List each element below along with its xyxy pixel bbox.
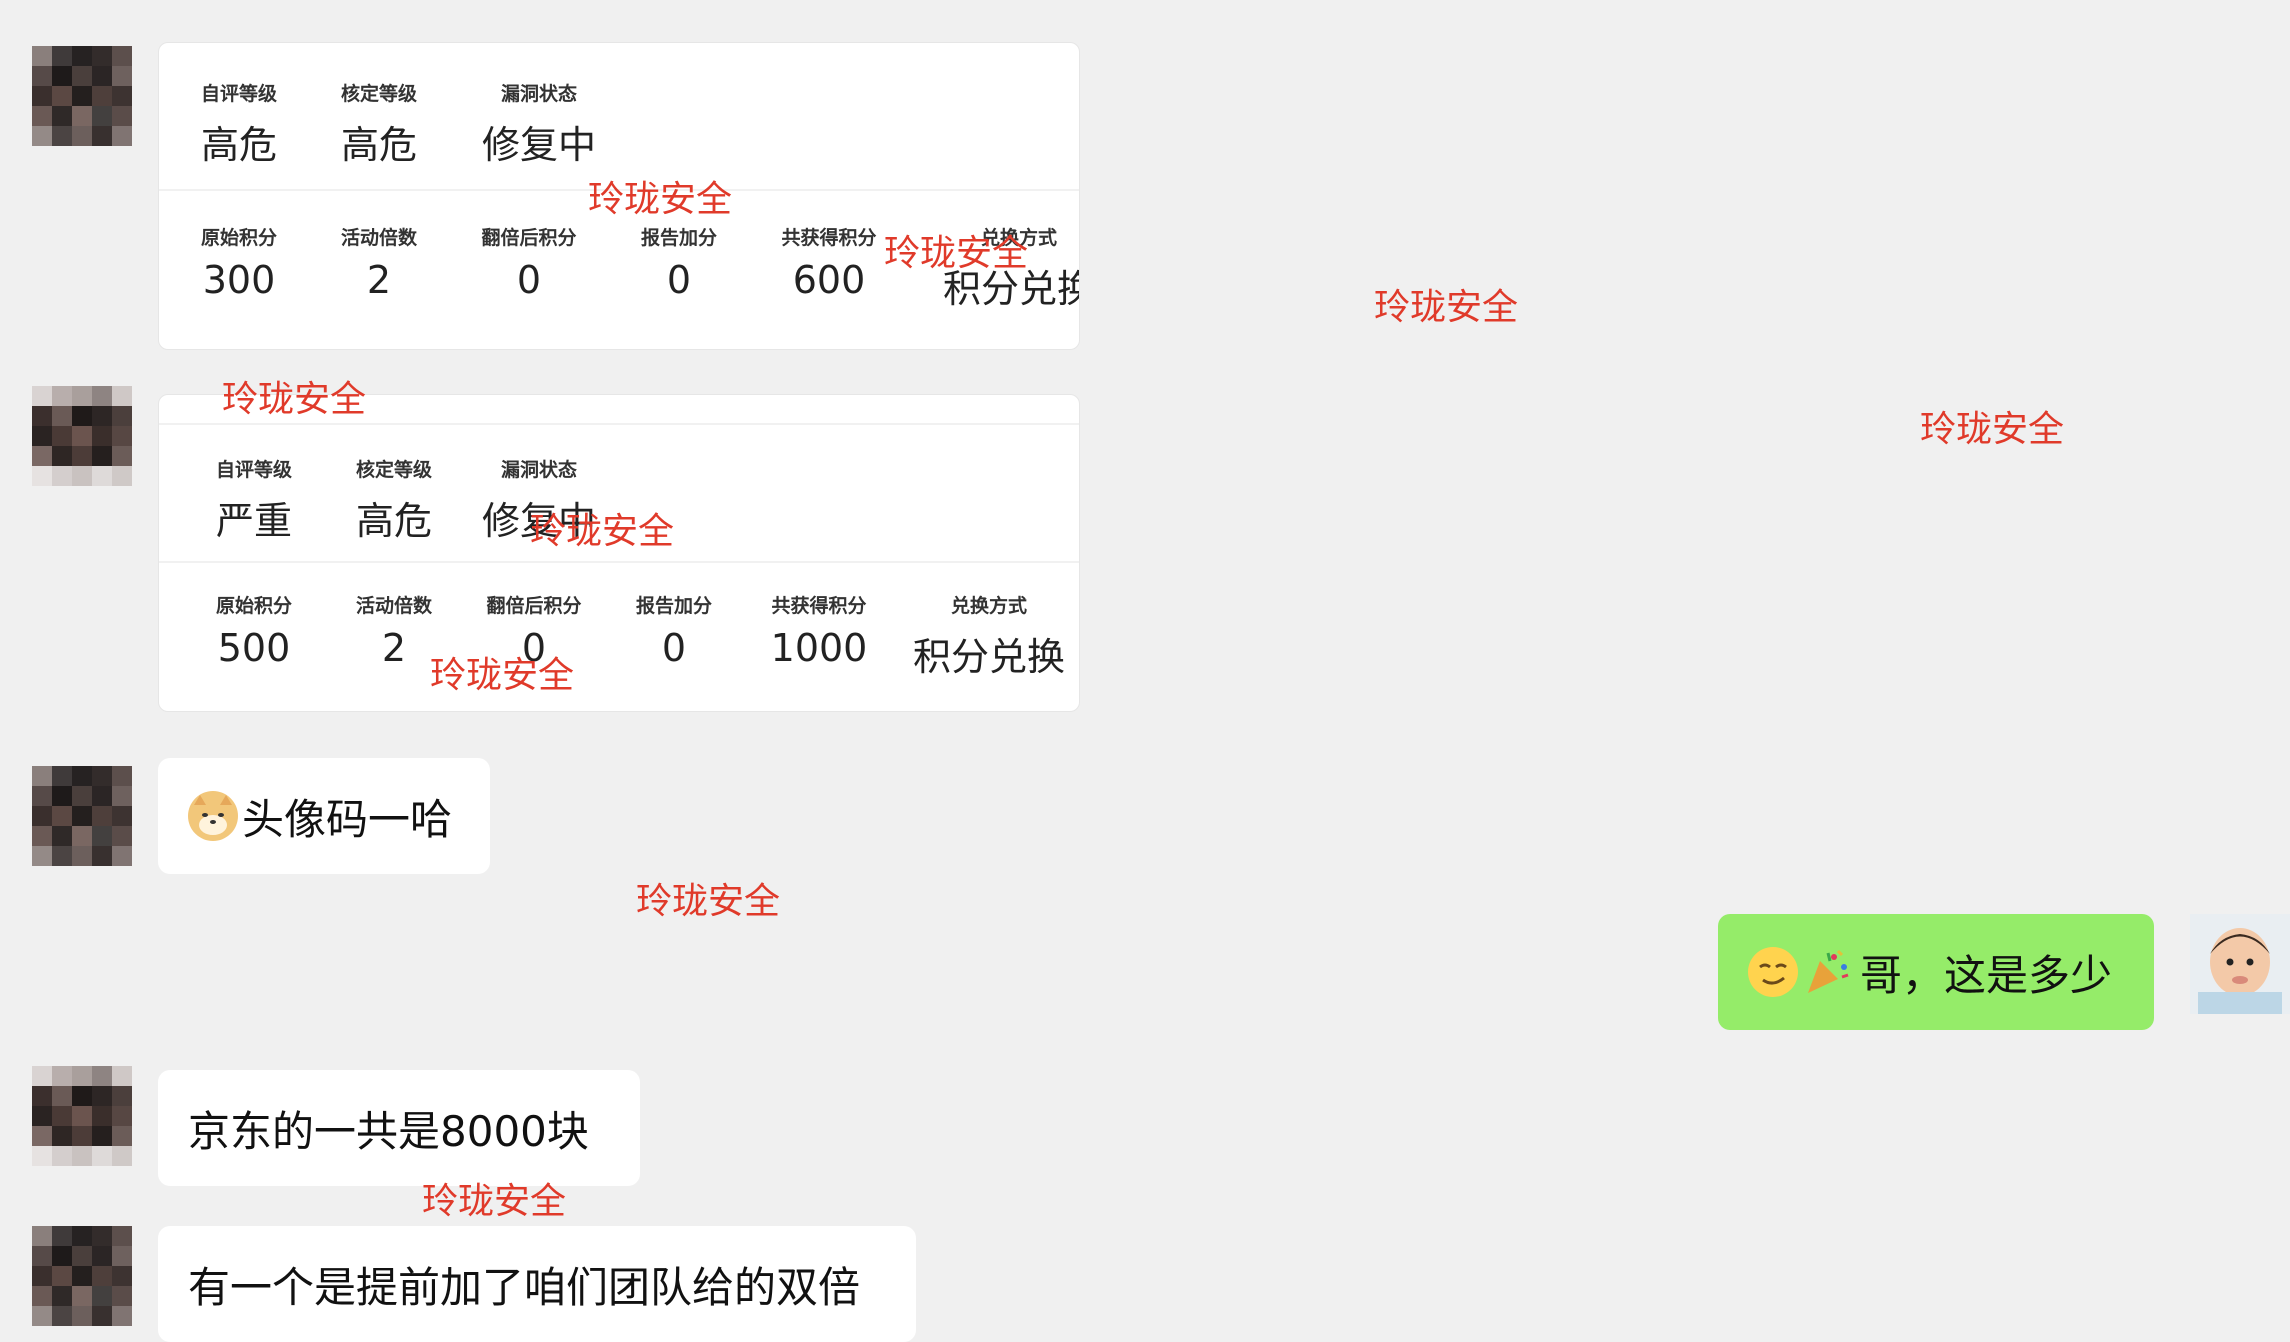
avatar-other-3[interactable] (32, 766, 132, 866)
message-bubble-other[interactable]: 头像码一哈 (158, 758, 490, 874)
watermark-text: 玲珑安全 (1374, 287, 1519, 328)
cell-label: 共获得积分 (771, 595, 867, 617)
smirk-emoji-icon (1748, 947, 1798, 997)
card2-base-points: 原始积分 500 (189, 591, 319, 670)
watermark-text: 玲珑安全 (530, 511, 675, 552)
cell-value: 300 (202, 258, 276, 302)
baby-avatar-icon (2190, 914, 2290, 1014)
avatar-other-1[interactable] (32, 46, 132, 146)
cell-value: 0 (521, 626, 547, 670)
cell-value: 高危 (200, 123, 277, 167)
cell-label: 活动倍数 (340, 227, 417, 249)
cell-value: 修复中 (481, 123, 596, 167)
card1-verified-level: 核定等级 高危 (319, 79, 439, 169)
cell-label: 核定等级 (340, 83, 417, 105)
cell-label: 活动倍数 (355, 595, 432, 617)
card2-vuln-status: 漏洞状态 修复中 (459, 455, 619, 545)
cell-value: 高危 (355, 499, 432, 543)
avatar-other-4[interactable] (32, 1066, 132, 1166)
cell-label: 报告加分 (635, 595, 712, 617)
cell-label: 漏洞状态 (500, 83, 577, 105)
watermark-text: 玲珑安全 (422, 1181, 567, 1222)
cell-value: 严重 (215, 499, 292, 543)
cell-label: 兑换方式 (950, 595, 1027, 617)
cell-label: 翻倍后积分 (481, 227, 577, 249)
card1-doubled-points: 翻倍后积分 0 (459, 223, 599, 302)
card1-redeem-method: 兑换方式 积分兑换 (929, 223, 1080, 313)
cell-value: 0 (516, 258, 542, 302)
cell-label: 自评等级 (200, 83, 277, 105)
cell-value: 0 (661, 626, 687, 670)
cell-label: 报告加分 (640, 227, 717, 249)
divider (159, 189, 1079, 191)
card1-vuln-status: 漏洞状态 修复中 (459, 79, 619, 169)
message-text: 京东的一共是8000块 (188, 1106, 589, 1156)
cell-label: 兑换方式 (980, 227, 1057, 249)
watermark-text: 玲珑安全 (222, 379, 367, 420)
card2-multiplier: 活动倍数 2 (329, 591, 459, 670)
message-text: 头像码一哈 (242, 794, 453, 844)
cell-value: 积分兑换 (942, 267, 1080, 311)
cell-value: 2 (366, 258, 392, 302)
cell-value: 600 (792, 258, 866, 302)
card1-report-bonus: 报告加分 0 (619, 223, 739, 302)
watermark-text: 玲珑安全 (636, 881, 781, 922)
cell-value: 500 (217, 626, 291, 670)
divider (159, 423, 1079, 425)
watermark-text: 玲珑安全 (884, 233, 1029, 274)
cell-value: 0 (666, 258, 692, 302)
cell-value: 2 (381, 626, 407, 670)
avatar-me[interactable] (2190, 914, 2290, 1014)
cell-label: 共获得积分 (781, 227, 877, 249)
card1-base-points: 原始积分 300 (179, 223, 299, 302)
card1-total-points: 共获得积分 600 (759, 223, 899, 302)
card2-report-bonus: 报告加分 0 (609, 591, 739, 670)
cell-label: 原始积分 (200, 227, 277, 249)
watermark-text: 玲珑安全 (1920, 409, 2065, 450)
cell-label: 自评等级 (215, 459, 292, 481)
cell-value: 高危 (340, 123, 417, 167)
watermark-text: 玲珑安全 (588, 179, 733, 220)
cell-label: 核定等级 (355, 459, 432, 481)
party-popper-icon (1802, 947, 1852, 997)
card2-verified-level: 核定等级 高危 (329, 455, 459, 545)
message-bubble-me[interactable]: 哥，这是多少 (1718, 914, 2154, 1030)
divider (159, 561, 1079, 563)
card1-self-level: 自评等级 高危 (179, 79, 299, 169)
cell-label: 漏洞状态 (500, 459, 577, 481)
message-text: 有一个是提前加了咱们团队给的双倍 (188, 1262, 861, 1312)
card1-multiplier: 活动倍数 2 (319, 223, 439, 302)
message-bubble-other[interactable]: 有一个是提前加了咱们团队给的双倍 (158, 1226, 916, 1342)
message-bubble-other[interactable]: 京东的一共是8000块 (158, 1070, 640, 1186)
cell-value: 积分兑换 (912, 635, 1065, 679)
cell-value: 1000 (770, 626, 868, 670)
card2-redeem-method: 兑换方式 积分兑换 (899, 591, 1079, 681)
cell-value: 修复中 (481, 499, 596, 543)
watermark-text: 玲珑安全 (430, 655, 575, 696)
cell-label: 原始积分 (215, 595, 292, 617)
vuln-score-card-2[interactable]: 自评等级 严重 核定等级 高危 漏洞状态 修复中 原始积分 500 活动倍数 2… (158, 394, 1080, 712)
card2-doubled-points: 翻倍后积分 0 (459, 591, 609, 670)
cell-label: 翻倍后积分 (486, 595, 582, 617)
vuln-score-card-1[interactable]: 自评等级 高危 核定等级 高危 漏洞状态 修复中 原始积分 300 活动倍数 2… (158, 42, 1080, 350)
avatar-other-5[interactable] (32, 1226, 132, 1326)
card2-total-points: 共获得积分 1000 (739, 591, 899, 670)
doge-icon (188, 791, 238, 841)
message-text: 哥，这是多少 (1860, 950, 2113, 1000)
card2-self-level: 自评等级 严重 (189, 455, 319, 545)
avatar-other-2[interactable] (32, 386, 132, 486)
